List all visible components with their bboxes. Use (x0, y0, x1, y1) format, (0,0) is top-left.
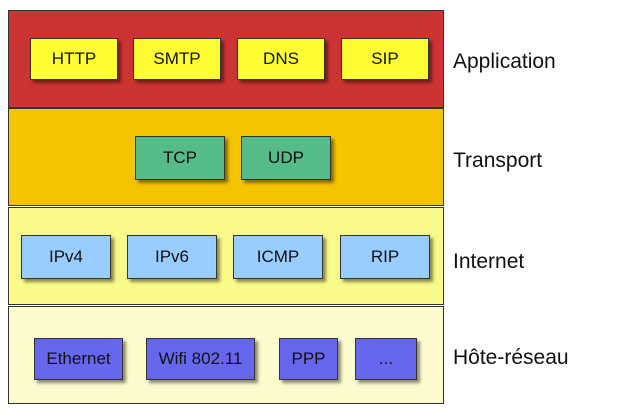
protocol-dns: DNS (237, 38, 325, 80)
protocol-ipv4: IPv4 (21, 235, 111, 279)
protocol-udp: UDP (241, 136, 331, 180)
layer-label-internet: Internet (453, 250, 525, 273)
protocol-icmp: ICMP (233, 235, 323, 279)
layer-label-transport: Transport (453, 149, 543, 172)
protocol-ipv6: IPv6 (127, 235, 217, 279)
layer-label-host-network: Hôte-réseau (453, 346, 569, 369)
protocol-ppp: PPP (279, 338, 338, 380)
layer-label-application: Application (453, 50, 556, 73)
protocol-ethernet: Ethernet (34, 338, 123, 380)
protocol-smtp: SMTP (133, 38, 221, 80)
protocol-tcp: TCP (135, 136, 225, 180)
protocol-ellipsis: ... (355, 338, 417, 380)
protocol-wifi: Wifi 802.11 (146, 338, 255, 380)
protocol-http: HTTP (30, 38, 118, 80)
protocol-rip: RIP (340, 235, 430, 279)
transport-layer (8, 108, 444, 206)
protocol-sip: SIP (341, 38, 429, 80)
